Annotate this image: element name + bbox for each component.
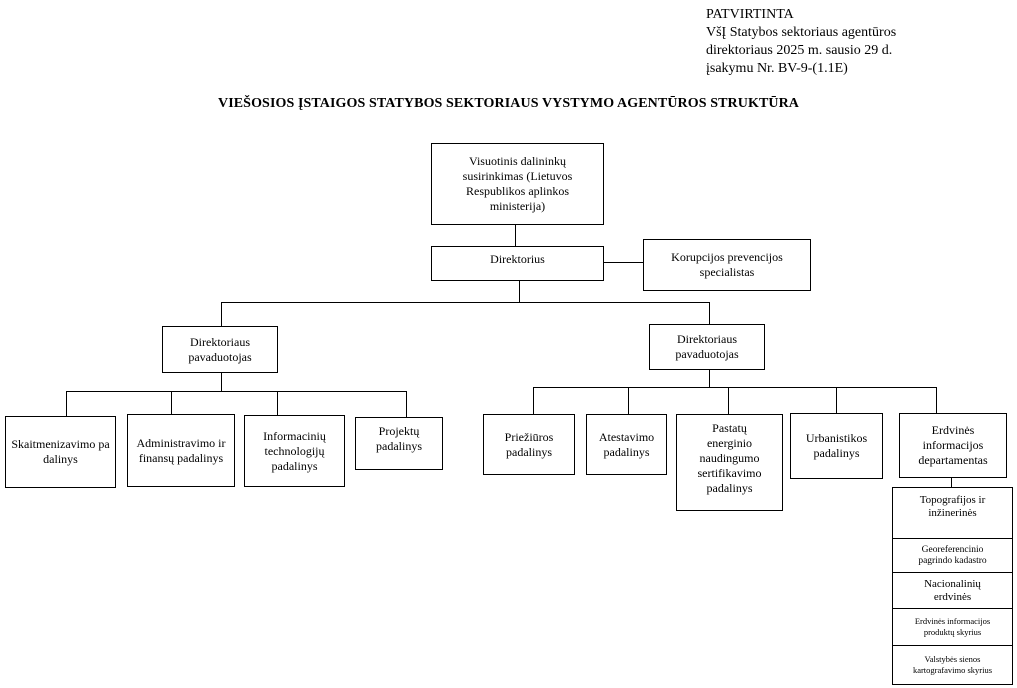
georeference-cadastre-division-box: Georeferencinio pagrindo kadastro (892, 538, 1013, 573)
connector-line (515, 224, 516, 246)
connector-line (66, 391, 407, 392)
connector-line (277, 391, 278, 415)
connector-line (221, 302, 710, 303)
connector-line (936, 387, 937, 413)
supervision-unit-box: Priežiūros padalinys (483, 414, 575, 475)
approval-line-3: direktoriaus 2025 m. sausio 29 d. (706, 43, 893, 58)
approval-line-2: VšĮ Statybos sektoriaus agentūros (706, 25, 897, 40)
connector-line (221, 302, 222, 326)
connector-line (171, 391, 172, 414)
connector-line (603, 262, 644, 263)
spatial-info-department-box: Erdvinės informacijos departamentas (899, 413, 1007, 478)
connector-line (533, 387, 937, 388)
connector-line (709, 369, 710, 387)
connector-line (836, 387, 837, 413)
spatial-products-division-box: Erdvinės informacijos produktų skyrius (892, 608, 1013, 646)
deputy-director-right-box: Direktoriaus pavaduotojas (649, 324, 765, 370)
connector-line (728, 387, 729, 414)
connector-line (519, 280, 520, 302)
director-box: Direktorius (431, 246, 604, 281)
connector-line (533, 387, 534, 414)
attestation-unit-box: Atestavimo padalinys (586, 414, 667, 475)
it-unit-box: Informacinių technologijų padalinys (244, 415, 345, 487)
approval-stamp: PATVIRTINTA VšĮ Statybos sektoriaus agen… (706, 6, 896, 78)
document-title: VIEŠOSIOS ĮSTAIGOS STATYBOS SEKTORIAUS V… (217, 96, 800, 111)
shareholders-box: Visuotinis dalininkų susirinkimas (Lietu… (431, 143, 604, 225)
border-cartography-division-box: Valstybės sienos kartografavimo skyrius (892, 645, 1013, 685)
admin-finance-unit-box: Administravimo ir finansų padalinys (127, 414, 235, 487)
connector-line (709, 302, 710, 324)
projects-unit-box: Projektų padalinys (355, 417, 443, 470)
connector-line (951, 477, 952, 487)
urbanistics-unit-box: Urbanistikos padalinys (790, 413, 883, 479)
energy-certification-unit-box: Pastatų energinio naudingumo sertifikavi… (676, 414, 783, 511)
approval-line-4: įsakymu Nr. BV-9-(1.1E) (706, 61, 848, 76)
national-spatial-division-box: Nacionalinių erdvinės (892, 572, 1013, 609)
connector-line (221, 372, 222, 391)
connector-line (406, 391, 407, 417)
corruption-prevention-box: Korupcijos prevencijos specialistas (643, 239, 811, 291)
deputy-director-left-box: Direktoriaus pavaduotojas (162, 326, 278, 373)
topography-division-box: Topografijos ir inžinerinės (892, 487, 1013, 539)
connector-line (66, 391, 67, 416)
digitalization-unit-box: Skaitmenizavimo padalinys (5, 416, 116, 488)
connector-line (628, 387, 629, 414)
approval-line-1: PATVIRTINTA (706, 7, 794, 22)
